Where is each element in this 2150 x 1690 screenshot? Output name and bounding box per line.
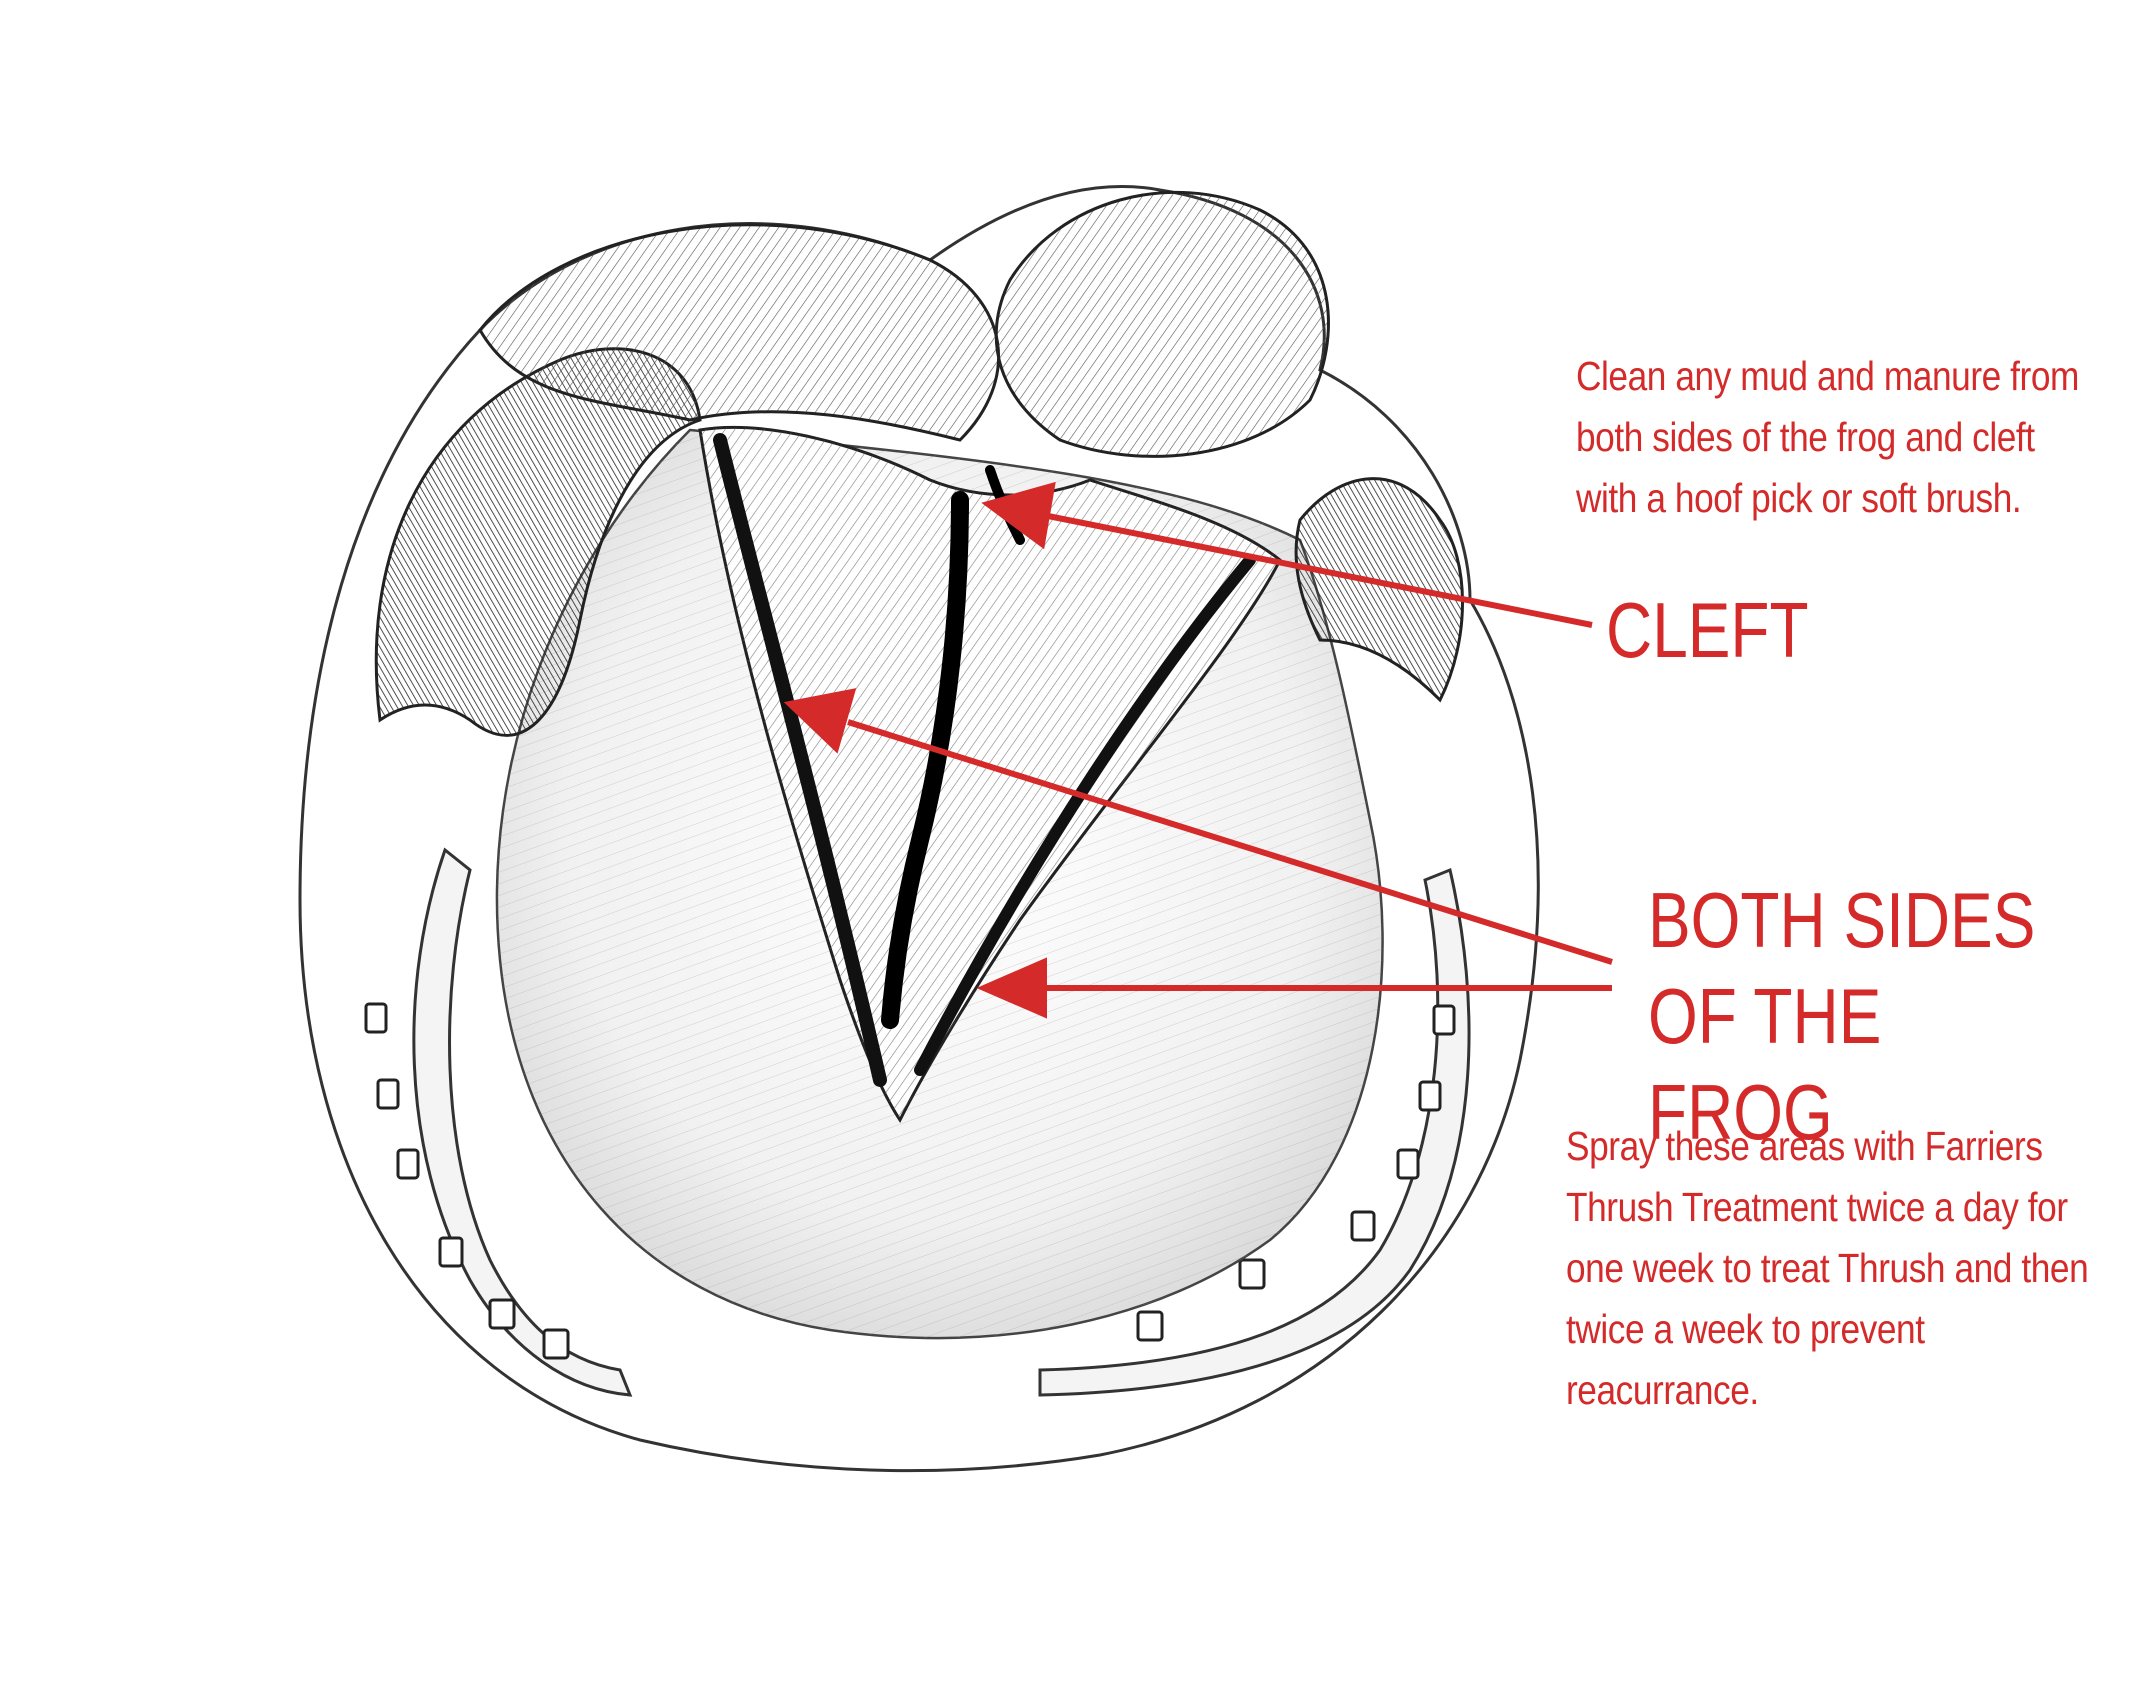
- cleft-arrowhead: [981, 481, 1056, 550]
- cleft-arrow: [1047, 513, 1593, 628]
- heel-bar-right: [1294, 477, 1464, 703]
- frog-groove-right: [914, 554, 1256, 1076]
- cleft-label: CLEFT: [1606, 586, 1809, 674]
- cleaning-instruction: Clean any mud and manure from both sides…: [1576, 353, 2079, 521]
- annotation-arrows: [783, 481, 1613, 1019]
- frog-arrow-upper: [847, 719, 1613, 965]
- nail-holes: [364, 1002, 1456, 1360]
- heel-bar-left: [374, 347, 702, 737]
- frog-central-cleft: [881, 491, 969, 1029]
- frog-arrowhead-lower: [976, 957, 1047, 1019]
- frog-groove-left: [713, 433, 887, 1087]
- treatment-instruction: Spray these areas with Farriers Thrush T…: [1566, 1123, 2089, 1413]
- frog-sides-label: BOTH SIDES OF THE FROG: [1648, 876, 2036, 1156]
- heel-bulb-left: [478, 223, 1001, 442]
- horseshoe-right: [1038, 867, 1471, 1397]
- horseshoe-left: [412, 847, 633, 1397]
- frog-arrowhead-upper: [783, 688, 857, 754]
- heel-bulb-right: [994, 190, 1330, 458]
